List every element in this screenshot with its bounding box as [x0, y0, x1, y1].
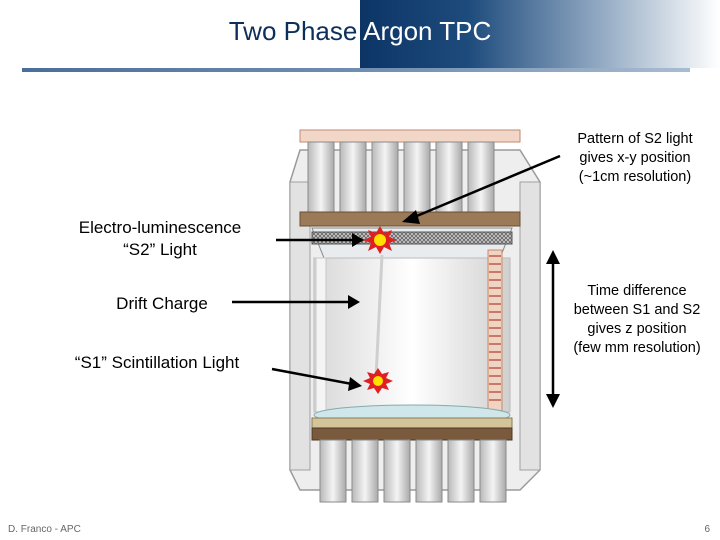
- xy-note-line1: Pattern of S2 light: [577, 131, 693, 147]
- z-note-line1: Time difference: [587, 283, 687, 299]
- active-volume: [313, 249, 511, 413]
- z-resolution-note: Time difference between S1 and S2 gives …: [562, 282, 712, 358]
- s2-flash-icon: [363, 226, 397, 254]
- footer-author: D. Franco - APC: [8, 524, 81, 535]
- z-note-line4: (few mm resolution): [573, 340, 701, 356]
- drift-charge-label: Drift Charge: [116, 294, 208, 313]
- title-rule: [22, 68, 690, 72]
- arrow-s2: [276, 233, 364, 247]
- xy-note-line3: (~1cm resolution): [578, 169, 692, 185]
- s2-label-line1: Electro-luminescence: [78, 218, 242, 237]
- title-part2: Argon TPC: [363, 16, 492, 46]
- page-number: 6: [704, 524, 710, 535]
- xy-note-line2: gives x-y position: [579, 150, 691, 166]
- top-pmt-array: [299, 129, 521, 227]
- s2-label-line2: “S2” Light: [123, 240, 197, 259]
- slide-title: Two Phase Argon TPC: [0, 16, 720, 47]
- s2-label: Electro-luminescence “S2” Light: [50, 217, 270, 261]
- z-note-line2: between S1 and S2: [573, 302, 701, 318]
- z-note-line3: gives z position: [587, 321, 687, 337]
- s1-label: “S1” Scintillation Light: [74, 353, 240, 372]
- xy-resolution-note: Pattern of S2 light gives x-y position (…: [560, 130, 710, 187]
- title-band: [360, 0, 720, 68]
- title-part1: Two Phase: [228, 16, 364, 46]
- drift-track: [374, 254, 384, 379]
- arrow-time-difference: [546, 250, 560, 408]
- s1-flash-icon: [363, 368, 393, 394]
- arrow-xy-pattern: [402, 154, 561, 224]
- bottom-pmt-array: [311, 404, 513, 503]
- extraction-grid: [311, 227, 513, 259]
- arrow-drift: [232, 295, 360, 309]
- arrow-s1: [271, 367, 362, 391]
